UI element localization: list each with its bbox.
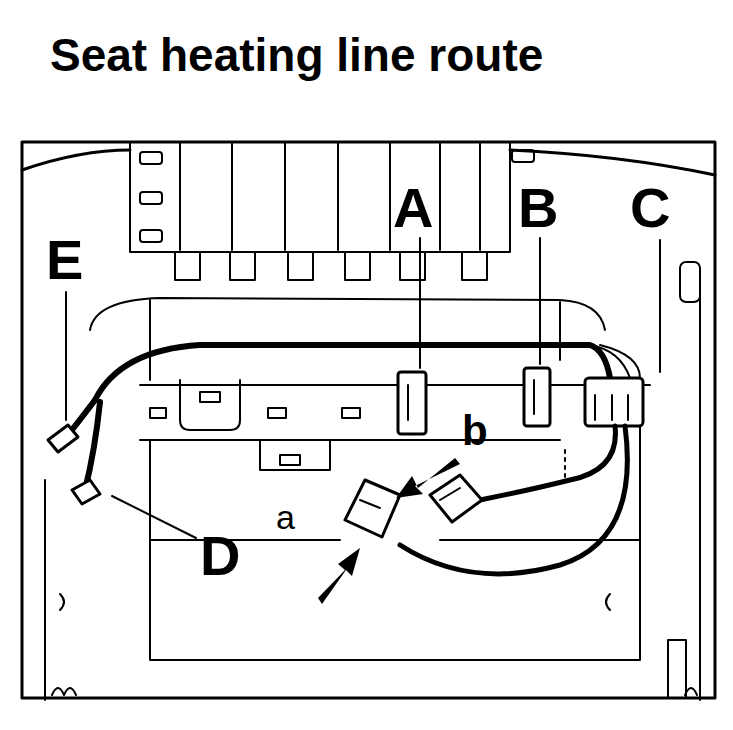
plug-label: b	[462, 410, 488, 452]
part-label: A	[393, 180, 433, 236]
part-label: D	[200, 528, 240, 584]
plug-label: a	[276, 500, 295, 534]
part-label: B	[518, 180, 558, 236]
part-label: C	[630, 180, 670, 236]
part-label: E	[46, 232, 83, 288]
diagram-title: Seat heating line route	[50, 32, 543, 78]
